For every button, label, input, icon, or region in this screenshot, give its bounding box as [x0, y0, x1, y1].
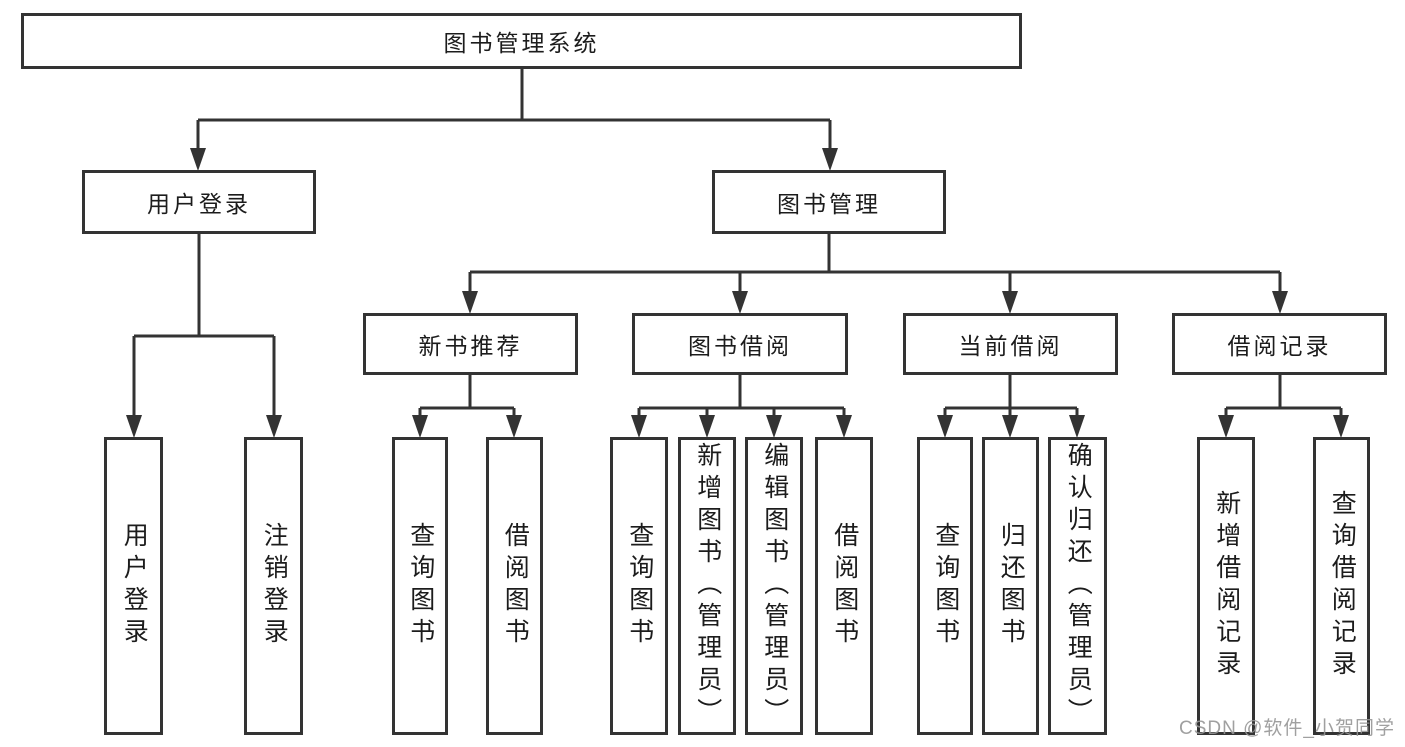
node-root: 图书管理系统: [21, 13, 1022, 69]
leaf-logout: 注销登录: [244, 437, 303, 735]
node-current-borrow: 当前借阅: [903, 313, 1118, 375]
node-book-mgmt: 图书管理: [712, 170, 946, 234]
leaf-borrow-books: 借阅图书: [486, 437, 543, 735]
arrowhead-icons: [126, 148, 1349, 438]
leaf-query-books: 查询图书: [610, 437, 668, 735]
node-book-borrow: 图书借阅: [632, 313, 848, 375]
leaf-user-login: 用户登录: [104, 437, 163, 735]
leaf-query-borrow-record: 查询借阅记录: [1313, 437, 1370, 735]
leaf-query-books: 查询图书: [917, 437, 973, 735]
leaf-query-books: 查询图书: [392, 437, 448, 735]
leaf-add-borrow-record: 新增借阅记录: [1197, 437, 1255, 735]
csdn-watermark: CSDN @软件_小贺同学: [1179, 718, 1395, 739]
leaf-add-books-admin: 新增图书（管理员）: [678, 437, 736, 735]
node-user-login: 用户登录: [82, 170, 316, 234]
leaf-borrow-books: 借阅图书: [815, 437, 873, 735]
leaf-confirm-return-admin: 确认归还（管理员）: [1048, 437, 1107, 735]
node-borrow-records: 借阅记录: [1172, 313, 1387, 375]
connector-paths: [132, 69, 1343, 416]
leaf-return-books: 归还图书: [982, 437, 1039, 735]
node-new-books: 新书推荐: [363, 313, 578, 375]
leaf-edit-books-admin: 编辑图书（管理员）: [745, 437, 803, 735]
